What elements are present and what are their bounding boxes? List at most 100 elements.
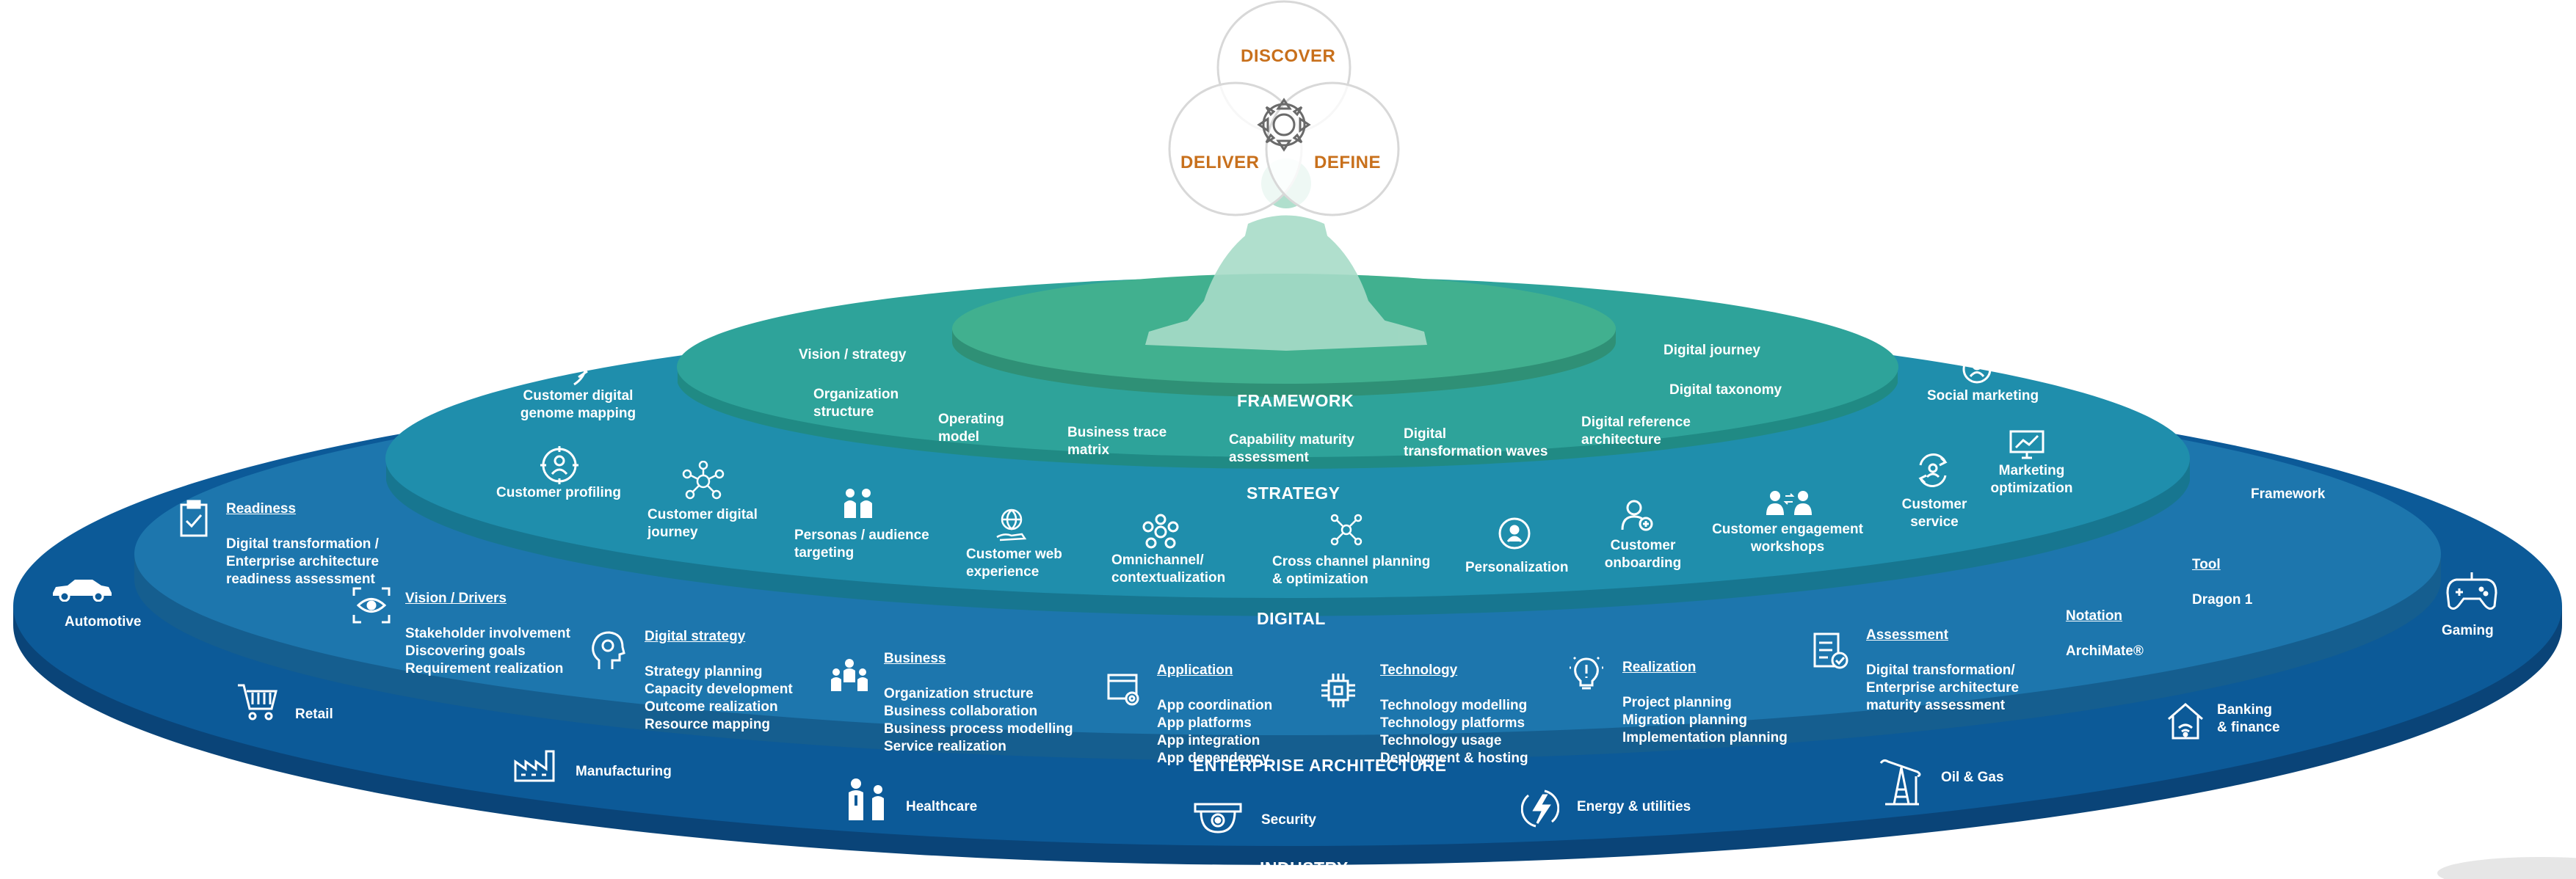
readiness-text: Digital transformation / Enterprise arch… [226,536,380,587]
dg-omnichannel: Omnichannel/ contextualization [1111,552,1226,586]
clipboard-check-icon [179,499,208,537]
layer-digital-title: DIGITAL [1257,609,1326,628]
business-team-icon [830,657,869,694]
tool-value: Dragon 1 [2192,592,2253,608]
personas-icon [841,487,875,519]
venn-discover: DISCOVER [1241,46,1336,66]
business-items: Organization structure Business collabor… [884,686,1073,754]
realization-title: Realization [1622,660,1697,675]
ind-retail: Retail [295,707,333,722]
chip-icon [1318,671,1358,710]
lightbulb-icon [1570,654,1603,691]
ind-healthcare: Healthcare [906,799,978,814]
st-customer-service: Customer service [1901,497,1967,530]
ind-oil-gas: Oil & Gas [1941,770,2004,785]
technology-items: Technology modelling Technology platform… [1380,698,1528,766]
business-title: Business [884,651,946,666]
st-customer-profiling: Customer profiling [496,485,621,500]
security-camera-icon [1194,803,1242,835]
dg-vision-drivers: Vision / Drivers Stakeholder involvement… [405,572,570,696]
factory-icon [514,748,555,782]
application-items: App coordination App platforms App integ… [1157,698,1273,766]
eye-scan-icon [352,587,391,624]
fw-operating-model: Operating model [938,412,1004,445]
digital-strategy-title: Digital strategy [645,629,746,644]
car-icon [50,577,113,602]
doctor-patient-icon [846,778,888,822]
notation-title: Notation [2066,608,2123,624]
person-circle-icon [1962,354,1992,384]
dna-icon [568,348,605,387]
bolt-icon [1521,788,1559,829]
globe-hand-icon [994,508,1028,541]
fw-digital-journey: Digital journey [1663,343,1760,358]
checklist-icon [1813,630,1848,671]
fw-capability-maturity: Capability maturity assessment [1229,432,1355,465]
ind-banking: Banking & finance [2217,702,2280,735]
ea-application: Application App coordination App platfor… [1157,644,1272,785]
digital-strategy-items: Strategy planning Capacity development O… [645,664,793,732]
dg-personas: Personas / audience targeting [794,528,929,561]
head-gear-icon [590,631,625,671]
ea-assessment: Assessment Digital transformation/ Enter… [1866,609,2019,732]
dg-web-experience: Customer web experience [966,547,1062,580]
realization-items: Project planning Migration planning Impl… [1622,695,1788,745]
application-title: Application [1157,663,1233,678]
dg-onboarding: Customer onboarding [1604,538,1682,571]
dg-personalization: Personalization [1465,560,1569,575]
ea-business: Business Organization structure Business… [884,632,1073,773]
oil-pump-icon [1879,757,1925,806]
readiness-title: Readiness [226,501,297,517]
vision-items: Stakeholder involvement Discovering goal… [405,626,570,676]
dg-framework: Framework [2251,486,2326,502]
layer-ea-title: ENTERPRISE ARCHITECTURE [1193,756,1447,775]
flower-cluster-icon [1142,514,1179,550]
monitor-chart-icon [2009,427,2045,459]
fw-business-trace-matrix: Business trace matrix [1067,425,1167,458]
ind-security: Security [1261,812,1316,828]
ind-automotive: Automotive [65,614,142,630]
ea-digital-strategy: Digital strategy Strategy planning Capac… [645,610,793,751]
person-badge-icon [1498,517,1531,550]
cart-icon [236,682,279,722]
fw-digital-reference-architecture: Digital reference architecture [1581,415,1691,448]
layer-framework-title: FRAMEWORK [1237,391,1354,410]
ea-notation: Notation ArchiMate® [2066,590,2144,678]
dg-cross-channel: Cross channel planning & optimization [1272,554,1431,587]
bank-wifi-icon [2166,700,2205,741]
gamepad-icon [2446,571,2497,612]
layer-industry-title: INDUSTRY [1260,858,1349,878]
layer-strategy-title: STRATEGY [1247,484,1340,503]
notation-value: ArchiMate® [2066,643,2144,659]
assessment-items: Digital transformation/ Enterprise archi… [1866,663,2020,713]
target-person-icon [540,446,578,484]
vision-title: Vision / Drivers [405,591,507,606]
chakra-icon [1257,98,1311,152]
dg-engagement: Customer engagement workshops [1712,522,1863,555]
ind-manufacturing: Manufacturing [576,764,672,779]
ea-realization: Realization Project planning Migration p… [1622,641,1788,765]
user-add-icon [1621,499,1653,531]
fw-digital-taxonomy: Digital taxonomy [1669,382,1782,398]
people-exchange-icon [1766,489,1812,518]
venn-circles [1168,0,1400,216]
service-refresh-icon [1913,451,1953,490]
dg-customer-digital-journey: Customer digital journey [647,507,758,540]
network-people-icon [681,461,725,502]
assessment-title: Assessment [1866,627,1948,643]
dg-tool: Tool Dragon 1 [2192,539,2252,627]
venn-deliver: DELIVER [1180,153,1260,172]
shadow-decor [2437,857,2576,879]
nodes-icon [1330,514,1363,546]
ea-technology: Technology Technology modelling Technolo… [1380,644,1528,785]
st-marketing-optimization: Marketing optimization [1990,463,2073,496]
fw-vision-strategy: Vision / strategy [799,347,907,362]
st-genome-mapping: Customer digital genome mapping [520,388,636,421]
dg-readiness: Readiness Digital transformation / Enter… [226,483,379,606]
ind-energy: Energy & utilities [1577,799,1691,814]
venn-define: DEFINE [1314,153,1382,172]
technology-title: Technology [1380,663,1458,678]
app-window-gear-icon [1107,674,1142,707]
